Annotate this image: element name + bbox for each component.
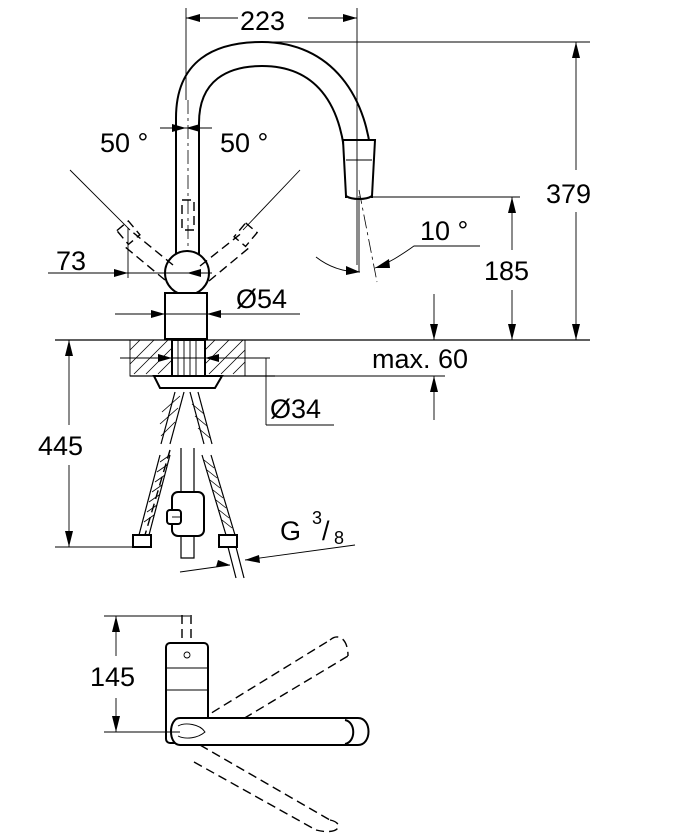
dim-connection-slash: / (322, 516, 330, 546)
dim-spout-height: 185 (484, 256, 529, 286)
dim-hole-diameter: Ø34 (270, 394, 321, 424)
dim-offset: 73 (56, 246, 86, 276)
dim-connection-prefix: G (280, 516, 301, 546)
dim-total-height: 379 (546, 179, 591, 209)
dim-plan-depth: 145 (90, 662, 135, 692)
dim-swivel-left: 50 ° (100, 128, 148, 158)
faucet-front-view (115, 40, 378, 340)
faucet-base (164, 292, 208, 340)
dim-counter-thickness: max. 60 (372, 344, 468, 374)
lever-right-dashed (199, 231, 244, 267)
spout-plan (170, 717, 370, 746)
lever-left-dashed (129, 229, 174, 266)
dim-spout-angle: 10 ° (420, 216, 468, 246)
dim-swivel-right: 50 ° (220, 128, 268, 158)
faucet-plan-view (104, 615, 370, 833)
dimension-lines (48, 8, 590, 573)
dim-body-diameter: Ø54 (236, 284, 287, 314)
dim-connection-num: 3 (312, 508, 322, 528)
supply-hoses (132, 391, 245, 579)
dim-reach: 223 (240, 6, 285, 36)
spout-inner (198, 64, 347, 255)
dim-connection-den: 8 (334, 528, 344, 548)
dim-hose-length: 445 (38, 431, 83, 461)
countertop (55, 339, 590, 389)
